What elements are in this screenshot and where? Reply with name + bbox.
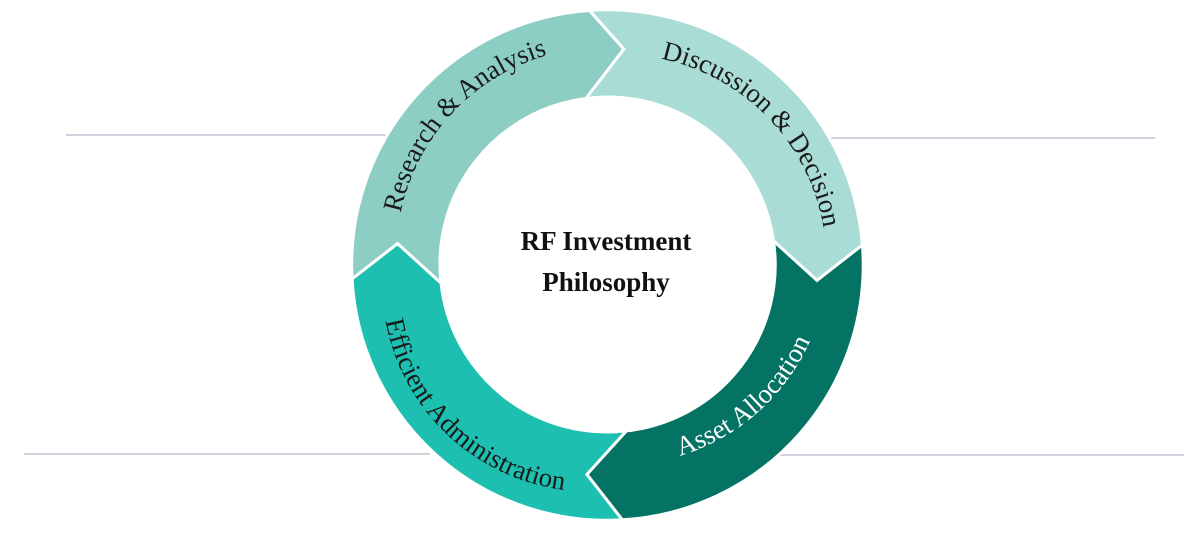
segment-asset-allocation [585,236,865,522]
center-title-line2: Philosophy [542,267,670,297]
segment-efficient-administration [350,241,631,522]
segment-discussion-decision [582,8,864,283]
segment-research-analysis [350,8,626,287]
center-title-line1: RF Investment [521,226,692,256]
